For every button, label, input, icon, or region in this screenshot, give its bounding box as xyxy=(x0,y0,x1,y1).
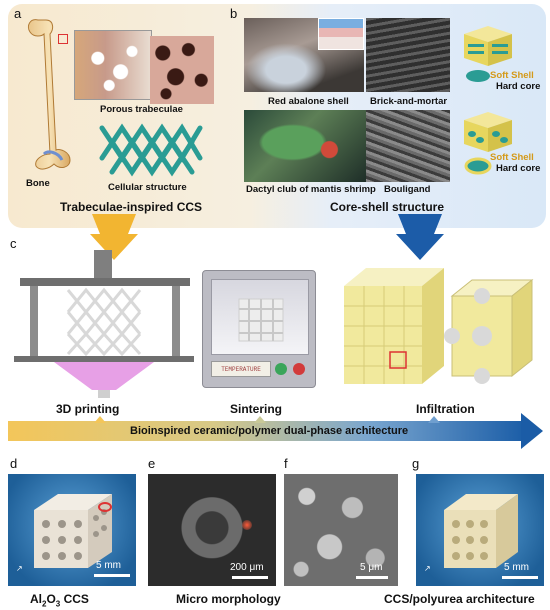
panel-g-scale-text: 5 mm xyxy=(504,562,529,573)
sem-highlight-spot xyxy=(242,520,252,530)
timeline-marker-sintering xyxy=(254,416,266,423)
step-3d-printing-label: 3D printing xyxy=(56,402,120,416)
porous-trabeculae-photo xyxy=(150,36,214,104)
ccs-polyurea-photo: 5 mm ↗ xyxy=(416,474,544,586)
panel-d-scale-bar xyxy=(94,574,130,577)
ccs-polyurea-caption: CCS/polyurea architecture xyxy=(384,592,535,606)
axes-icon-g: ↗ xyxy=(424,564,431,573)
hard-core-label-2: Hard core xyxy=(496,163,541,174)
step-infiltration-label: Infiltration xyxy=(416,402,475,416)
al2o3-ccs-caption: Al2O3 CCS xyxy=(30,592,89,609)
soft-shell-label-2: Soft Shell xyxy=(490,152,534,163)
panel-f-letter: f xyxy=(284,456,288,471)
bone-zoom-box xyxy=(58,34,68,44)
bone-label: Bone xyxy=(26,178,50,189)
panel-e-scale-bar xyxy=(232,576,268,579)
al2o3-lattice-cube xyxy=(34,494,112,568)
core-shell-model-1 xyxy=(464,26,512,82)
infiltration-cubes-illustration xyxy=(344,268,534,384)
panel-f-scale-text: 5 μm xyxy=(360,562,383,573)
ccs-polyurea-cube xyxy=(444,494,518,568)
brick-and-mortar-label: Brick-and-mortar xyxy=(370,96,448,107)
panel-c-letter: c xyxy=(10,236,17,251)
axes-icon: ↗ xyxy=(16,564,23,573)
cellular-structure-label: Cellular structure xyxy=(108,182,187,193)
cellular-lattice-illustration xyxy=(99,123,203,177)
panel-a-title: Trabeculae-inspired CCS xyxy=(60,200,203,214)
panel-g-scale-bar xyxy=(502,576,538,579)
blue-down-arrow xyxy=(396,214,444,260)
brick-and-mortar-sem xyxy=(366,18,450,92)
3d-printer-illustration xyxy=(14,250,194,398)
panel-b-title: Core-shell structure xyxy=(330,200,445,214)
furnace-display: TEMPERATURE xyxy=(211,361,271,377)
timeline-marker-infiltration xyxy=(428,416,440,423)
furnace-green-button xyxy=(275,363,287,375)
panel-e-scale-text: 200 μm xyxy=(230,562,264,573)
al2o3-ccs-photo: 5 mm ↗ xyxy=(8,474,136,586)
bouligand-label: Bouligand xyxy=(384,184,431,195)
micro-morphology-sem: 200 μm xyxy=(148,474,276,586)
panel-d-letter: d xyxy=(10,456,18,471)
mantis-shrimp-photo xyxy=(244,110,366,182)
micro-morphology-caption: Micro morphology xyxy=(176,592,281,606)
panel-e-letter: e xyxy=(148,456,156,471)
panel-g-letter: g xyxy=(412,456,420,471)
timeline-marker-printing xyxy=(94,416,106,423)
red-abalone-label: Red abalone shell xyxy=(268,96,349,107)
bone-illustration xyxy=(27,19,71,170)
soft-shell-label-1: Soft Shell xyxy=(490,70,534,81)
core-shell-model-2 xyxy=(464,112,512,175)
furnace-red-button xyxy=(293,363,305,375)
grain-morphology-sem: 5 μm xyxy=(284,474,398,586)
dactyl-club-label: Dactyl club of mantis shrimp xyxy=(246,184,376,195)
sintering-furnace: TEMPERATURE xyxy=(202,270,316,388)
yellow-down-arrow xyxy=(90,214,138,260)
panel-f-scale-bar xyxy=(356,576,388,579)
panel-d-scale-text: 5 mm xyxy=(96,560,121,571)
panel-a-letter: a xyxy=(14,6,22,21)
hard-core-label-1: Hard core xyxy=(496,81,541,92)
panel-b-letter: b xyxy=(230,6,238,21)
architecture-timeline-bar xyxy=(8,421,522,441)
timeline-arrowhead xyxy=(521,413,543,449)
bouligand-sem xyxy=(366,110,450,182)
timeline-label: Bioinspired ceramic/polymer dual-phase a… xyxy=(130,425,409,437)
al2o3-zoom-circle xyxy=(98,502,112,512)
abalone-inset-photo xyxy=(318,18,364,50)
step-sintering-label: Sintering xyxy=(230,402,283,416)
trabeculae-cross-section-image xyxy=(74,30,152,100)
furnace-sample-lattice xyxy=(238,298,284,342)
porous-trabeculae-label: Porous trabeculae xyxy=(100,104,183,115)
